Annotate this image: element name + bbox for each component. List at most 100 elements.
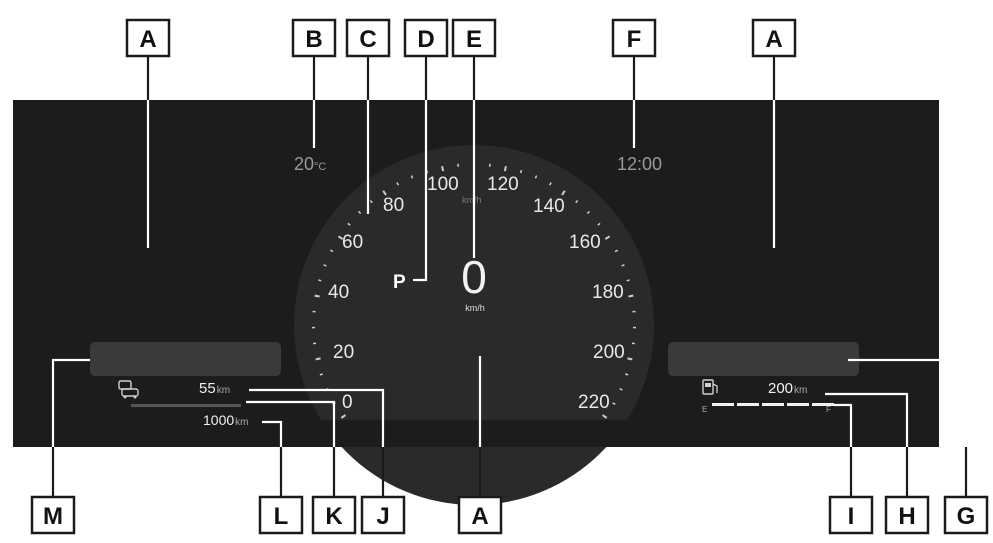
dial-tick xyxy=(561,190,566,196)
svg-text:D: D xyxy=(417,26,434,53)
svg-text:M: M xyxy=(43,503,63,530)
ev-icon xyxy=(118,380,139,399)
dial-tick xyxy=(619,388,623,391)
svg-text:H: H xyxy=(898,503,915,530)
dial-tick xyxy=(597,222,601,226)
callout-f: F xyxy=(611,18,657,58)
dial-tick xyxy=(319,373,323,376)
speed-readout: 0 xyxy=(461,251,487,303)
fuel-level-segment xyxy=(787,403,809,406)
dial-tick xyxy=(627,357,633,361)
ev-range-gauge xyxy=(131,404,241,407)
callout-c: C xyxy=(345,18,391,58)
scale-label-40: 40 xyxy=(328,282,349,303)
svg-text:E: E xyxy=(466,26,482,53)
speedometer-tick-marks xyxy=(311,163,637,419)
dial-tick xyxy=(396,182,400,186)
callout-g: G xyxy=(943,495,989,535)
scale-label-80: 80 xyxy=(383,195,404,216)
dial-tick xyxy=(410,175,414,179)
svg-text:J: J xyxy=(376,503,389,530)
fuel-level-segment xyxy=(762,403,784,406)
callout-j: J xyxy=(360,495,406,535)
dial-tick xyxy=(519,169,523,174)
dial-unit-label: km/h xyxy=(462,195,482,205)
svg-text:I: I xyxy=(848,503,855,530)
scale-label-20: 20 xyxy=(333,342,354,363)
scale-label-160: 160 xyxy=(569,232,601,253)
dial-tick xyxy=(586,210,591,215)
svg-text:B: B xyxy=(305,26,322,53)
dial-tick xyxy=(628,294,634,298)
dial-tick xyxy=(503,166,507,172)
dial-tick xyxy=(315,357,321,361)
scale-label-180: 180 xyxy=(592,282,624,303)
fuel-level-gauge xyxy=(712,403,834,406)
dial-tick xyxy=(357,210,362,215)
fuel-pump-icon xyxy=(702,379,718,395)
callout-l: L xyxy=(258,495,304,535)
speedometer-scale-labels: 20 40 60 80 100 120 140 160 180 200 220 … xyxy=(328,174,625,413)
fuel-range-value: 200km xyxy=(768,380,807,397)
speed-unit: km/h xyxy=(465,303,485,313)
gear-indicator: P xyxy=(393,272,406,293)
dial-tick xyxy=(329,249,334,253)
scale-label-0: 0 xyxy=(342,392,353,413)
svg-text:L: L xyxy=(274,503,289,530)
dial-tick xyxy=(347,222,351,226)
dial-tick xyxy=(612,402,616,405)
callout-b: B xyxy=(291,18,337,58)
fuel-level-segment xyxy=(812,403,834,406)
scale-label-220: 220 xyxy=(578,392,610,413)
svg-text:F: F xyxy=(627,26,642,53)
dial-tick xyxy=(604,235,611,240)
scale-label-60: 60 xyxy=(342,232,363,253)
scale-label-140: 140 xyxy=(533,196,565,217)
callout-d: D xyxy=(403,18,449,58)
dial-tick xyxy=(614,249,619,253)
dial-tick xyxy=(337,235,344,240)
ev-range-value: 55km xyxy=(199,380,230,397)
callout-k: K xyxy=(311,495,357,535)
callout-a-top-left: A xyxy=(125,18,171,58)
callout-i: I xyxy=(828,495,874,535)
svg-text:A: A xyxy=(471,503,488,530)
left-info-bar xyxy=(90,342,281,376)
scale-label-200: 200 xyxy=(593,342,625,363)
dial-tick xyxy=(575,200,579,204)
callout-m: M xyxy=(30,495,76,535)
dial-tick xyxy=(340,414,346,419)
scale-label-100: 100 xyxy=(427,174,459,195)
clock: 12:00 xyxy=(617,154,662,174)
callout-a-bottom: A xyxy=(457,495,503,535)
fuel-gauge-empty-label: E xyxy=(702,405,707,414)
dial-tick xyxy=(626,279,630,282)
svg-text:A: A xyxy=(139,26,156,53)
dial-tick xyxy=(369,200,373,204)
dial-tick xyxy=(318,279,322,282)
dial-tick xyxy=(323,264,327,267)
dial-tick xyxy=(548,182,552,186)
leader-lines xyxy=(51,100,968,447)
dial-tick xyxy=(621,264,625,267)
callout-e: E xyxy=(451,18,497,58)
dial-tick xyxy=(534,175,538,179)
fuel-level-segment xyxy=(712,403,734,406)
svg-text:G: G xyxy=(957,503,976,530)
callout-h: H xyxy=(884,495,930,535)
total-range-value: 1000km xyxy=(203,412,249,428)
outside-temperature: 20°C xyxy=(294,154,326,174)
callout-a-top-right: A xyxy=(751,18,797,58)
fuel-level-segment xyxy=(737,403,759,406)
fuel-gauge-full-label: F xyxy=(826,405,831,414)
svg-text:C: C xyxy=(359,26,376,53)
dial-tick xyxy=(602,414,608,419)
leader-lines-outside xyxy=(51,56,968,497)
svg-text:A: A xyxy=(765,26,782,53)
dial-tick xyxy=(625,373,629,376)
dial-bottom-mask xyxy=(290,420,660,447)
dial-tick xyxy=(314,294,320,298)
svg-text:K: K xyxy=(325,503,343,530)
scale-label-120: 120 xyxy=(487,174,519,195)
